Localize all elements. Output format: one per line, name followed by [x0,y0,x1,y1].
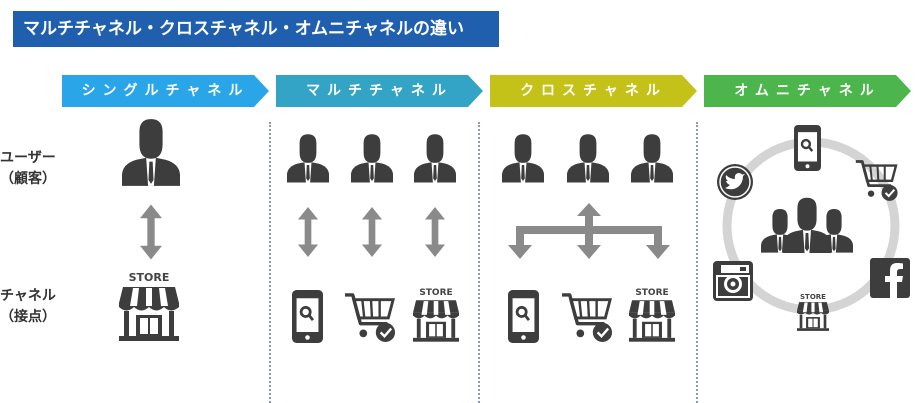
smartphone-icon [292,290,323,343]
header-label: クロスチャネル [520,83,667,99]
smartphone-icon [794,125,821,171]
storefront-icon [629,300,675,342]
bidirectional-arrow-icon [362,206,382,258]
store-label: STORE [800,293,826,301]
bidirectional-arrow-icon [140,204,162,260]
header-multi-channel: マルチチャネル [276,75,483,107]
instagram-icon [713,261,753,301]
storefront-icon [797,302,829,331]
branching-arrow-icon [508,203,670,259]
header-cross-channel: クロスチャネル [490,75,697,107]
column-divider [478,122,480,403]
shopping-cart-check-icon [561,292,615,342]
smartphone-icon [508,290,539,343]
user-silhouette-icon [122,117,180,187]
header-single-channel: シングルチャネル [62,75,269,107]
page-title: マルチチャネル・クロスチャネル・オムニチャネルの違い [13,11,499,47]
user-silhouette-icon [631,132,673,184]
header-label: オムニチャネル [734,83,881,99]
storefront-icon [413,300,459,342]
store-label: STORE [419,288,453,298]
storefront-icon [119,287,179,341]
user-group-icon [761,197,853,253]
user-silhouette-icon [567,132,609,184]
store-label: STORE [635,288,669,298]
facebook-icon [870,258,910,298]
user-silhouette-icon [414,132,456,184]
user-silhouette-icon [502,132,544,184]
row-label-user: ユーザー （顧客） [0,150,56,187]
shopping-cart-check-icon [344,292,398,342]
header-omni-channel: オムニチャネル [704,75,911,107]
column-divider [269,122,271,403]
bidirectional-arrow-icon [298,206,318,258]
column-divider [696,122,698,403]
user-silhouette-icon [287,132,329,184]
header-label: マルチチャネル [306,83,453,99]
user-silhouette-icon [351,132,393,184]
header-label: シングルチャネル [81,83,250,99]
row-label-channel: チャネル （接点） [0,288,56,325]
bidirectional-arrow-icon [425,206,445,258]
shopping-cart-check-icon [855,159,900,201]
store-label: STORE [128,271,170,284]
twitter-icon [717,164,753,200]
